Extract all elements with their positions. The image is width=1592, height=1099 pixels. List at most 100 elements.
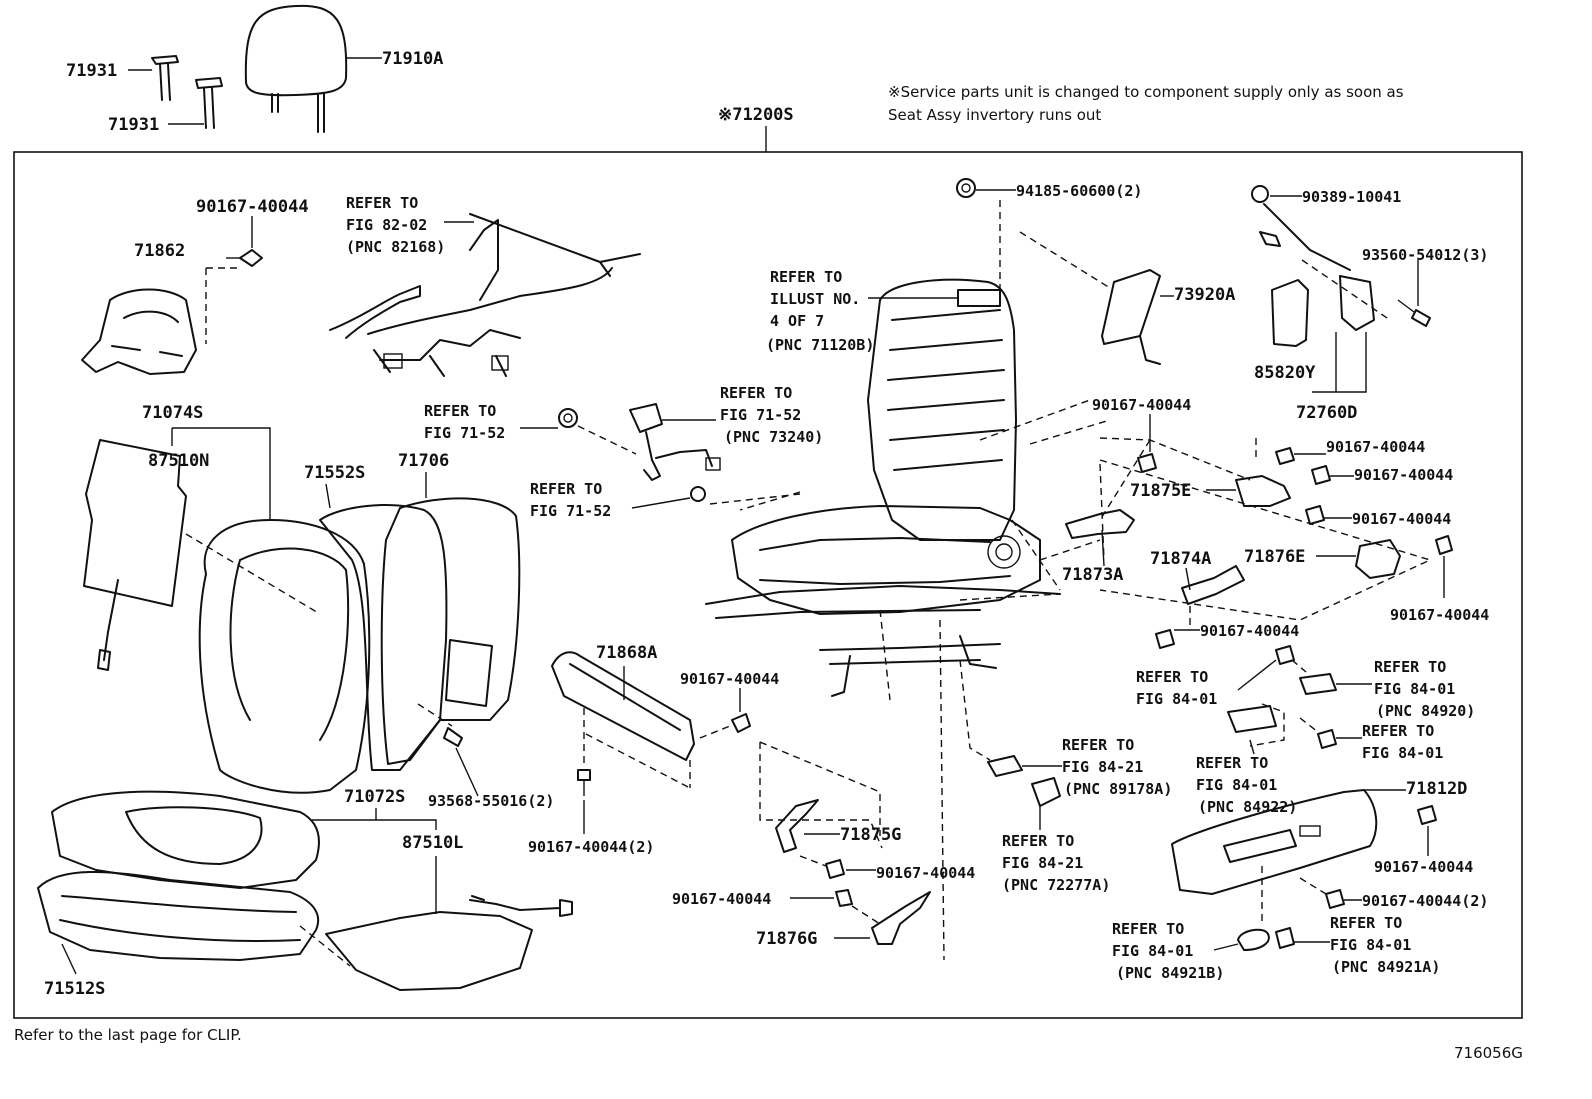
refer-84-21-b-line-1: REFER TO — [1002, 832, 1074, 850]
refer-84-01-f-line-2: FIG 84-01 — [1330, 936, 1411, 954]
refer-82-02-line-3: (PNC 82168) — [346, 238, 445, 256]
part-number-71074s: 71074S — [142, 403, 203, 423]
refer-84-01-b-line-3: (PNC 84920) — [1376, 702, 1475, 720]
refer-84-01-e-line-3: (PNC 84921B) — [1116, 964, 1224, 982]
refer-84-01-c-line-2: FIG 84-01 — [1362, 744, 1443, 762]
bolt-90167-f — [1155, 629, 1175, 649]
connector-89178a — [987, 755, 1023, 777]
refer-71-52-b-line-1: REFER TO — [720, 384, 792, 402]
part-number-71862: 71862 — [134, 241, 185, 261]
refer-84-01-c-line-1: REFER TO — [1362, 722, 1434, 740]
refer-82-02-line-2: FIG 82-02 — [346, 216, 427, 234]
bolt-90167-g — [1435, 535, 1453, 555]
bolt-90167-l — [835, 889, 853, 907]
part-number-93560-54012: 93560-54012(3) — [1362, 246, 1488, 264]
shield-71812d-illustration — [1171, 789, 1378, 895]
seatback-pad-71552s-illustration — [319, 504, 448, 771]
bolt-90167-a — [226, 249, 263, 267]
assembly-frame — [13, 151, 1523, 1019]
seatback-heater-87510n-illustration — [83, 439, 187, 671]
bolt-90167-d — [1311, 465, 1331, 485]
refer-84-01-d-line-3: (PNC 84922) — [1198, 798, 1297, 816]
bolt-90167-h — [731, 713, 751, 733]
cushion-cover-71072s-illustration — [51, 790, 320, 889]
part-number-87510n: 87510N — [148, 451, 209, 471]
part-number-71875e: 71875E — [1130, 481, 1191, 501]
bracket-71876e-illustration — [1355, 539, 1401, 579]
part-number-71876g: 71876G — [756, 929, 817, 949]
refer-71-52-b-line-3: (PNC 73240) — [724, 428, 823, 446]
refer-84-01-e-line-1: REFER TO — [1112, 920, 1184, 938]
service-note-line-2: Seat Assy invertory runs out — [888, 106, 1101, 124]
refer-84-01-b-line-2: FIG 84-01 — [1374, 680, 1455, 698]
part-number-90167-40044-k: 90167-40044 — [876, 864, 975, 882]
clip-84-01-c — [1317, 729, 1337, 749]
bolt-90167-b — [1137, 453, 1157, 473]
part-number-71706: 71706 — [398, 451, 449, 471]
refer-84-01-f-line-3: (PNC 84921A) — [1332, 958, 1440, 976]
part-number-90167-40044-g: 90167-40044 — [1390, 606, 1489, 624]
refer-84-01-b-line-1: REFER TO — [1374, 658, 1446, 676]
part-number-71875g: 71875G — [840, 825, 901, 845]
bolt-90167-m — [1325, 889, 1345, 909]
clip-84-01-a — [1275, 645, 1295, 665]
part-number-94185-60600: 94185-60600(2) — [1016, 182, 1142, 200]
part-number-71512s: 71512S — [44, 979, 105, 999]
part-number-73920a: 73920A — [1174, 285, 1235, 305]
refer-84-21-b-line-3: (PNC 72277A) — [1002, 876, 1110, 894]
part-number-71072s: 71072S — [344, 787, 405, 807]
bracket-71874a-illustration — [1181, 565, 1245, 605]
assembly-label: ※71200S — [718, 105, 794, 125]
refer-71-52-a-line-1: REFER TO — [424, 402, 496, 420]
part-number-93568-55016: 93568-55016(2) — [428, 792, 554, 810]
bracket-71875e-illustration — [1235, 475, 1291, 507]
part-number-71874a: 71874A — [1150, 549, 1211, 569]
bolt-90167-i — [577, 769, 591, 796]
refer-71-52-a-line-2: FIG 71-52 — [424, 424, 505, 442]
headrest-guide-illustration — [151, 55, 223, 129]
bracket-71873a-illustration — [1065, 509, 1135, 539]
seatback-board-71706-illustration — [380, 497, 521, 765]
wire-harness-illustration — [329, 213, 641, 377]
part-number-71552s: 71552S — [304, 463, 365, 483]
screw-93568 — [443, 727, 463, 747]
nut-94185 — [956, 178, 976, 198]
bolt-90167-e — [1305, 505, 1325, 525]
part-number-90167-40044-c: 90167-40044 — [1326, 438, 1425, 456]
service-note-line-1: ※Service parts unit is changed to compon… — [888, 83, 1404, 101]
cushion-pad-71512s-illustration — [37, 871, 320, 961]
seatback-cover-71074s-illustration — [198, 519, 371, 794]
part-number-72760d: 72760D — [1296, 403, 1357, 423]
refer-71-52-b-line-2: FIG 71-52 — [720, 406, 801, 424]
part-number-90167-40044-2-i: 90167-40044(2) — [528, 838, 654, 856]
bolt-90167-k — [825, 859, 845, 879]
seatbelt-buckle-illustration — [629, 403, 721, 481]
part-number-90167-40044-2-m: 90167-40044(2) — [1362, 892, 1488, 910]
refer-71-52-c-line-1: REFER TO — [530, 480, 602, 498]
figure-code: 716056G — [1454, 1044, 1523, 1062]
seat-frame-illustration — [705, 278, 1061, 697]
refer-84-01-f-line-1: REFER TO — [1330, 914, 1402, 932]
part-number-71873a: 71873A — [1062, 565, 1123, 585]
refer-84-01-e-line-2: FIG 84-01 — [1112, 942, 1193, 960]
refer-illust-line-2: ILLUST NO. — [770, 290, 860, 308]
pin-90389 — [1251, 185, 1351, 271]
part-number-71931-upper: 71931 — [66, 61, 117, 81]
part-number-90167-40044-l: 90167-40044 — [672, 890, 771, 908]
lever-71875g-illustration — [775, 799, 819, 853]
washer-71-52-c — [690, 486, 706, 502]
part-number-85820y: 85820Y — [1254, 363, 1316, 383]
switch-84920 — [1299, 673, 1337, 695]
refer-84-01-d-line-2: FIG 84-01 — [1196, 776, 1277, 794]
part-number-90167-40044-j: 90167-40044 — [1374, 858, 1473, 876]
knob-84921a — [1275, 927, 1295, 949]
headrest-illustration — [244, 4, 348, 133]
pad-73920a-illustration — [1101, 269, 1161, 365]
screw-93560 — [1397, 299, 1431, 327]
knob-84921b — [1237, 928, 1270, 951]
refer-84-21-a-line-3: (PNC 89178A) — [1064, 780, 1172, 798]
part-number-71910a: 71910A — [382, 49, 443, 69]
part-number-90167-40044-f: 90167-40044 — [1200, 622, 1299, 640]
cushion-heater-87510l-illustration — [325, 895, 573, 991]
